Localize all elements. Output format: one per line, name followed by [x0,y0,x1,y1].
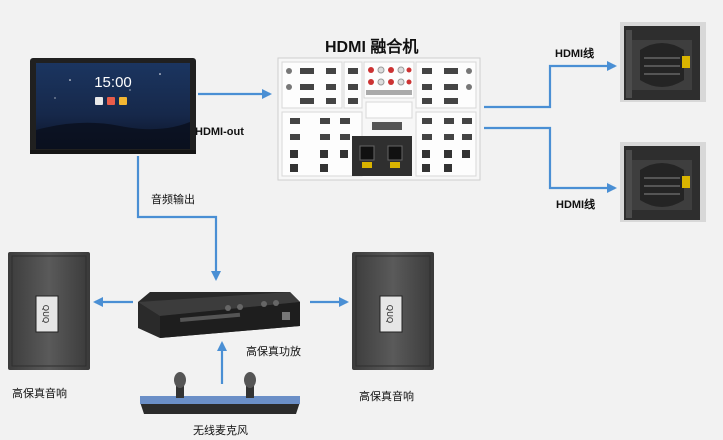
interactive-display: 15:00 [30,58,196,154]
fusion-machine-title: HDMI 融合机 [325,39,419,56]
hdmi-line-label-top: HDMI线 [555,48,595,60]
arrow-fusion-to-led-top [484,61,617,109]
amplifier-label: 高保真功放 [246,345,301,358]
wireless-microphone [140,372,300,414]
connection-arrows [93,61,617,384]
speaker-left: QUQ [8,252,90,370]
led-cabinet-bottom [620,142,706,222]
hdmi-line-label-bottom: HDMI线 [556,199,596,211]
svg-text:QUQ: QUQ [41,305,50,323]
svg-text:QUQ: QUQ [385,305,394,323]
speaker-left-label: 高保真音响 [12,387,67,400]
hdmi-fusion-machine [277,57,481,181]
speaker-right: QUQ [352,252,434,370]
hifi-amplifier [138,292,300,338]
arrow-display-to-amplifier [136,156,221,281]
speaker-right-label: 高保真音响 [359,390,414,403]
hdmi-out-label: HDMI-out [195,126,244,138]
audio-out-label: 音频输出 [151,193,195,206]
wireless-mic-label: 无线麦克风 [193,424,248,437]
led-cabinet-top [620,22,706,102]
display-clock: 15:00 [94,74,132,91]
hdmi-port-groups [281,61,477,177]
arrow-fusion-to-led-bottom [484,126,617,193]
